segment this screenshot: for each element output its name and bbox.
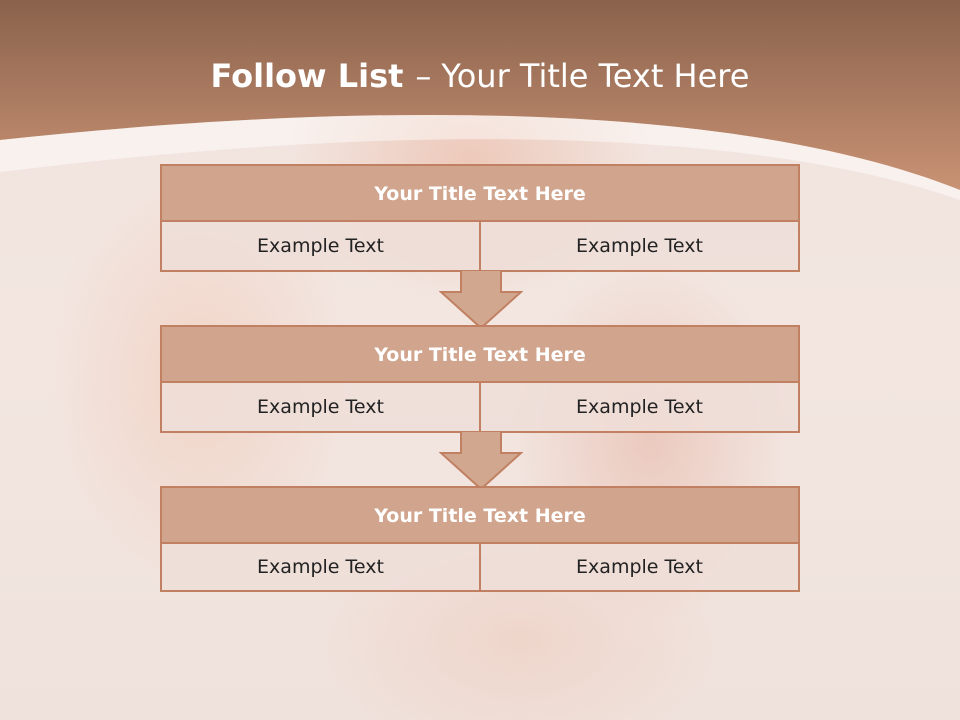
flow-box-cell-right: Example Text <box>479 544 798 590</box>
flow-box-title: Your Title Text Here <box>162 166 798 222</box>
flow-box-cell-right: Example Text <box>479 222 798 270</box>
slide-title-bold: Follow List <box>210 57 404 95</box>
flow-box-title: Your Title Text Here <box>162 327 798 383</box>
flow-box-cell-right: Example Text <box>479 383 798 431</box>
header-shape <box>0 0 960 190</box>
flow-box-3: Your Title Text Here Example Text Exampl… <box>160 486 800 592</box>
flow-box-cell-left: Example Text <box>257 235 384 257</box>
header-swoosh <box>0 114 960 200</box>
flow-box-1: Your Title Text Here Example Text Exampl… <box>160 164 800 272</box>
flow-box-row: Example Text Example Text <box>162 222 798 270</box>
flow-box-row: Example Text Example Text <box>162 383 798 431</box>
header-band <box>0 0 960 200</box>
slide-title: Follow List–Your Title Text Here <box>0 52 960 100</box>
flow-box-cell-left: Example Text <box>257 396 384 418</box>
down-arrow-icon <box>439 270 523 330</box>
slide-title-separator: – <box>415 57 432 95</box>
flow-box-cell-left: Example Text <box>257 556 384 578</box>
flow-box-row: Example Text Example Text <box>162 544 798 590</box>
flow-box-2: Your Title Text Here Example Text Exampl… <box>160 325 800 433</box>
slide-title-rest: Your Title Text Here <box>441 57 750 95</box>
flow-box-title: Your Title Text Here <box>162 488 798 544</box>
down-arrow-icon <box>439 431 523 491</box>
